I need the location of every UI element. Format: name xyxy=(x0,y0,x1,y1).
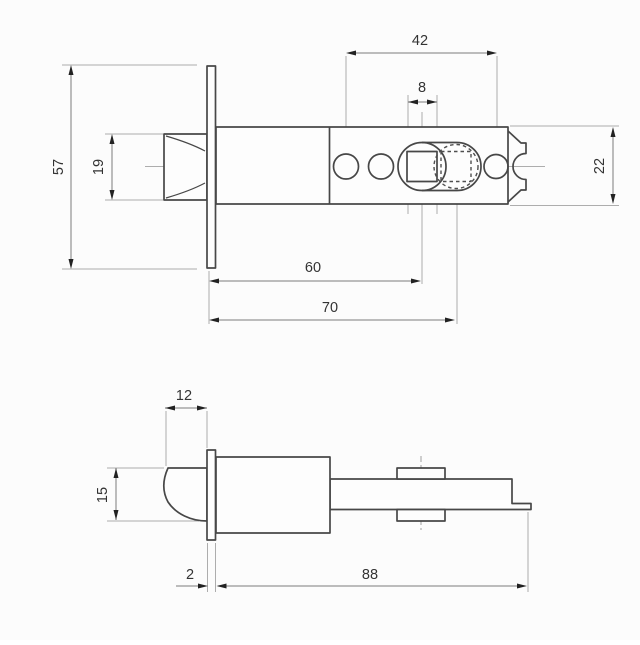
alt-spindle-hub-circle-dashed xyxy=(433,143,479,190)
side-view: 12 15 2 88 xyxy=(95,388,532,592)
dim-label-case-length: 88 xyxy=(362,567,378,583)
dim-8: 8 xyxy=(408,80,437,105)
hub-boss-top xyxy=(396,467,446,480)
dim-label-backset-standard: 60 xyxy=(305,260,321,276)
spindle-hub-circle xyxy=(397,141,447,192)
dim-60: 60 xyxy=(209,260,421,284)
latch-case-plan xyxy=(215,126,509,205)
fixing-hole-left xyxy=(332,153,360,180)
dim-22: 22 xyxy=(592,127,616,204)
dim-label-bolt-projection: 12 xyxy=(176,388,192,404)
tail-notch-plan xyxy=(507,130,527,203)
fixing-hole-right xyxy=(483,153,509,180)
spindle-square-8mm xyxy=(406,150,438,183)
latch-case-side xyxy=(215,456,331,534)
dim-label-faceplate-height: 57 xyxy=(51,159,67,175)
spindle-slot-stadium xyxy=(422,141,482,192)
dim-label-backset-extended: 70 xyxy=(322,300,338,316)
dim-57: 57 xyxy=(51,65,74,269)
plan-part xyxy=(163,65,527,269)
alt-spindle-square-dashed xyxy=(440,150,472,183)
dim-2: 2 xyxy=(176,567,208,589)
dim-42: 42 xyxy=(346,33,497,56)
dim-15: 15 xyxy=(95,468,119,520)
fixing-hole-middle xyxy=(367,153,395,180)
side-dimensions: 12 15 2 88 xyxy=(95,388,527,589)
dim-12: 12 xyxy=(165,388,207,411)
plan-dimensions: 57 19 42 8 xyxy=(51,33,616,323)
latch-bolt-side xyxy=(163,467,208,522)
dim-label-hole-spacing: 42 xyxy=(412,33,428,49)
tail-bar-side xyxy=(329,478,532,511)
hub-boss-bottom xyxy=(396,508,446,522)
dim-label-bolt-height: 19 xyxy=(91,159,107,175)
dim-70: 70 xyxy=(209,300,455,323)
faceplate-side xyxy=(206,449,217,541)
latch-bolt-plan xyxy=(163,133,208,201)
dim-label-case-height: 22 xyxy=(592,158,608,174)
dim-label-faceplate-thickness: 2 xyxy=(186,567,194,583)
plan-view: 57 19 42 8 xyxy=(51,33,619,324)
bolt-bevel-curve-bottom xyxy=(165,182,206,199)
faceplate-plan xyxy=(206,65,217,269)
dim-label-bolt-width: 15 xyxy=(95,487,111,503)
bolt-bevel-curve-top xyxy=(165,135,206,152)
dim-88: 88 xyxy=(216,567,527,589)
dim-label-spindle-square: 8 xyxy=(418,80,426,96)
side-part xyxy=(163,449,532,541)
dim-19: 19 xyxy=(91,134,115,200)
